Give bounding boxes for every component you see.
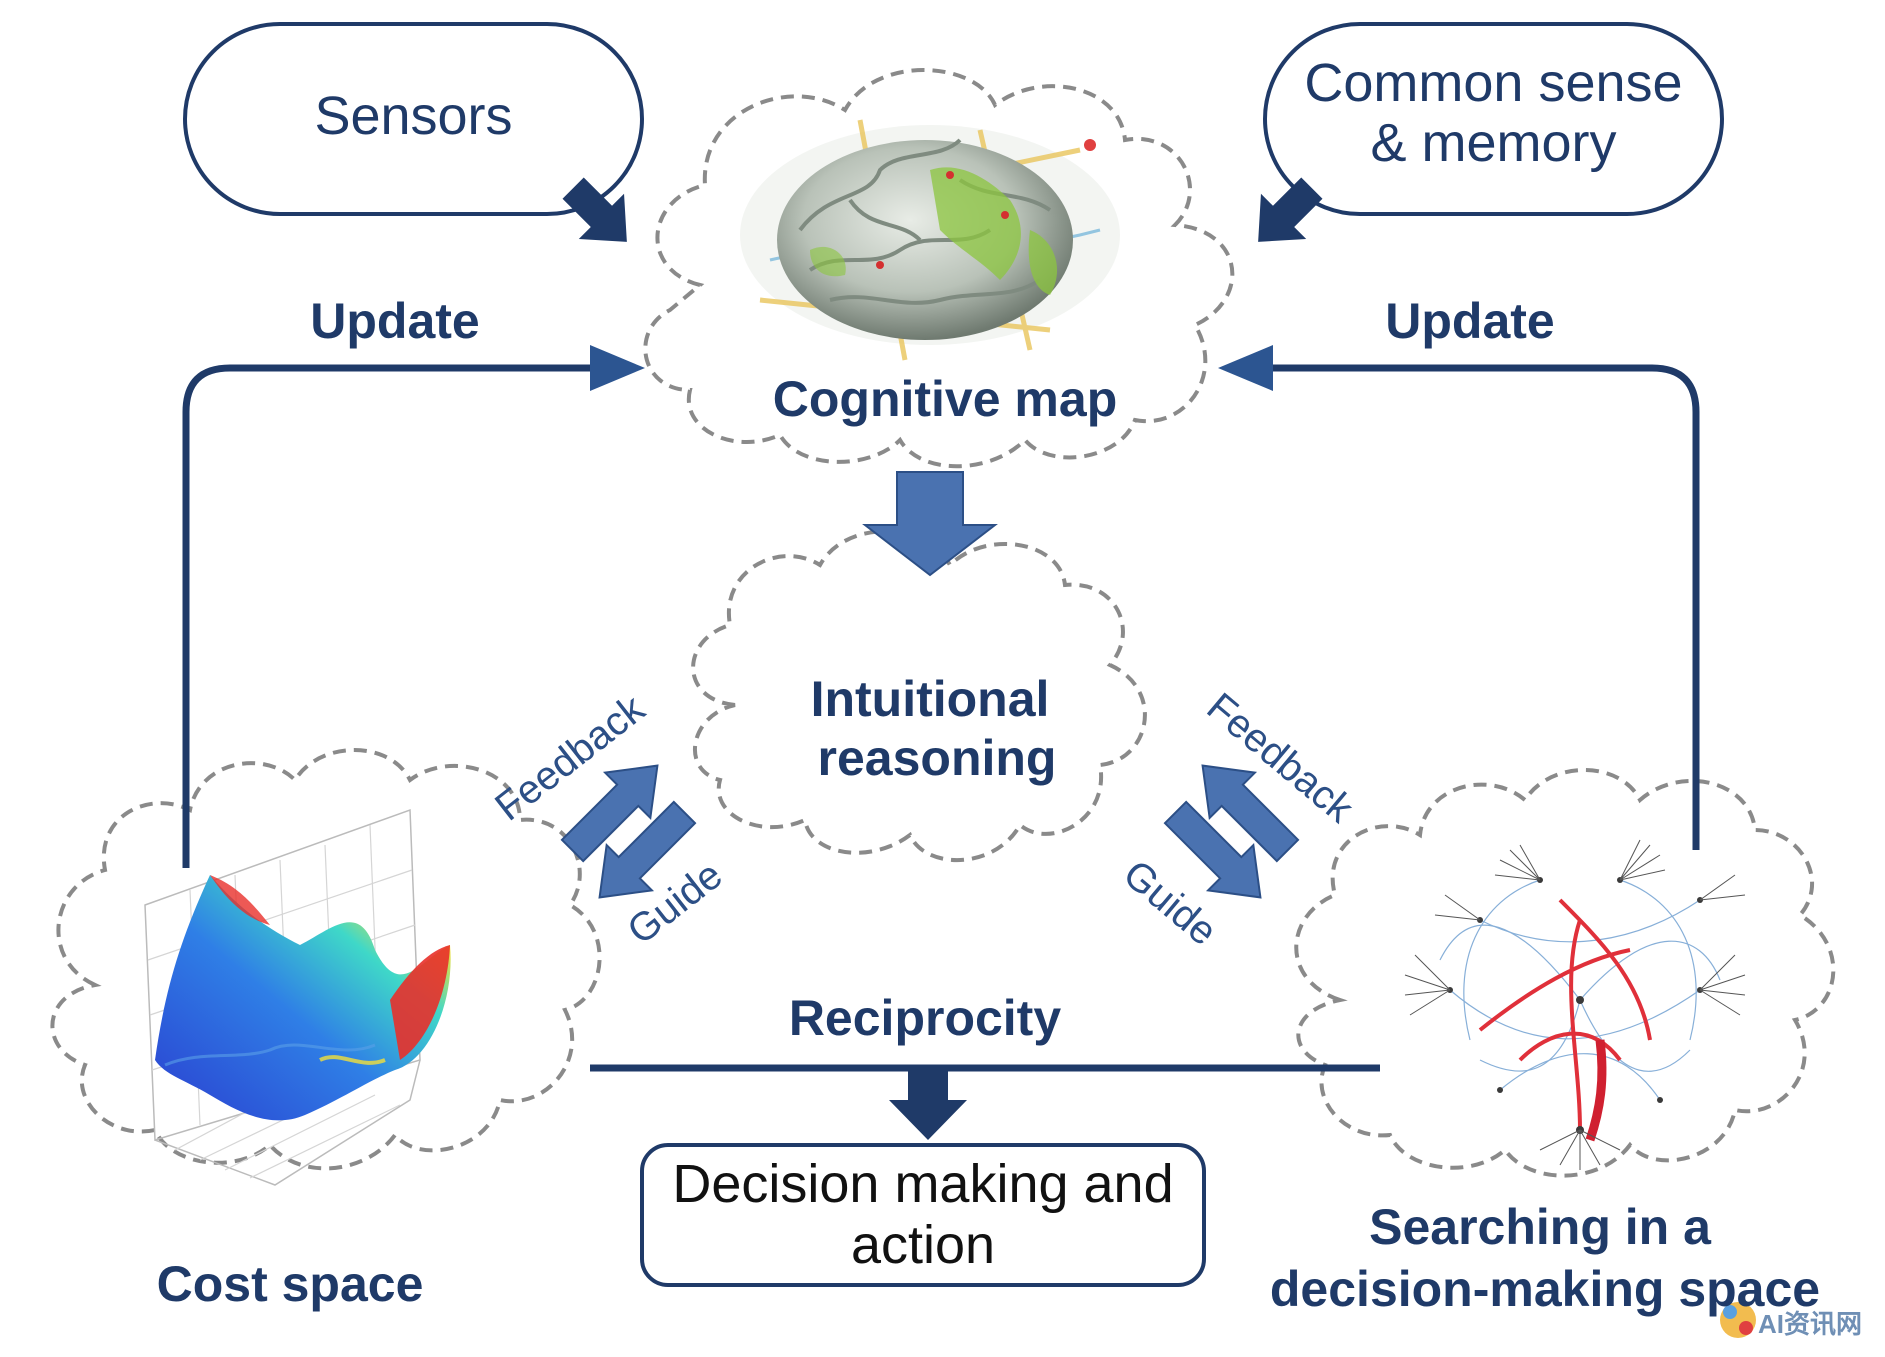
common-sense-arrow: [1258, 177, 1323, 242]
cost-space-label: Cost space: [156, 1256, 424, 1312]
reciprocity-down-arrow: [889, 1068, 967, 1140]
watermark-label: AI资讯网: [1758, 1309, 1863, 1339]
cost-surface-plot: [144, 808, 451, 1186]
common-sense-label-line1: Common sense: [1304, 53, 1683, 113]
update-left-arrowhead: [590, 345, 645, 391]
watermark-logo-icon: [1720, 1302, 1756, 1338]
feedback-left-arrow: [560, 764, 659, 863]
brain-map-image: [740, 119, 1120, 361]
update-right-connector: [1270, 364, 1700, 850]
decision-box: [640, 1143, 1206, 1287]
guide-left-arrow: [598, 800, 697, 899]
update-left-connector: [182, 364, 600, 868]
guide-right-arrow: [1163, 800, 1262, 899]
decision-label-line1: Decision making and: [672, 1154, 1174, 1214]
decision-label-line2: action: [850, 1215, 996, 1275]
intuitional-label-line2: reasoning: [817, 730, 1057, 786]
sensors-label: Sensors: [314, 86, 513, 146]
intuitional-label-line1: Intuitional: [810, 671, 1050, 727]
sensors-arrow: [562, 177, 627, 242]
common-sense-box: [1263, 22, 1724, 216]
update-left-label: Update: [310, 293, 480, 349]
update-right-label: Update: [1385, 293, 1555, 349]
feedback-right-arrow: [1201, 764, 1300, 863]
network-graph: [1404, 839, 1746, 1170]
cognitive-to-intuitional-arrow: [862, 471, 998, 577]
searching-label-line1: Searching in a: [1369, 1199, 1711, 1255]
cognitive-map-label: Cognitive map: [772, 371, 1118, 427]
update-right-arrowhead: [1218, 345, 1273, 391]
common-sense-label-line2: & memory: [1370, 113, 1617, 173]
searching-label-line2: decision-making space: [1269, 1261, 1821, 1317]
intuitional-cloud: [691, 529, 1147, 863]
reciprocity-label: Reciprocity: [788, 990, 1062, 1046]
sensors-box: [183, 22, 644, 216]
